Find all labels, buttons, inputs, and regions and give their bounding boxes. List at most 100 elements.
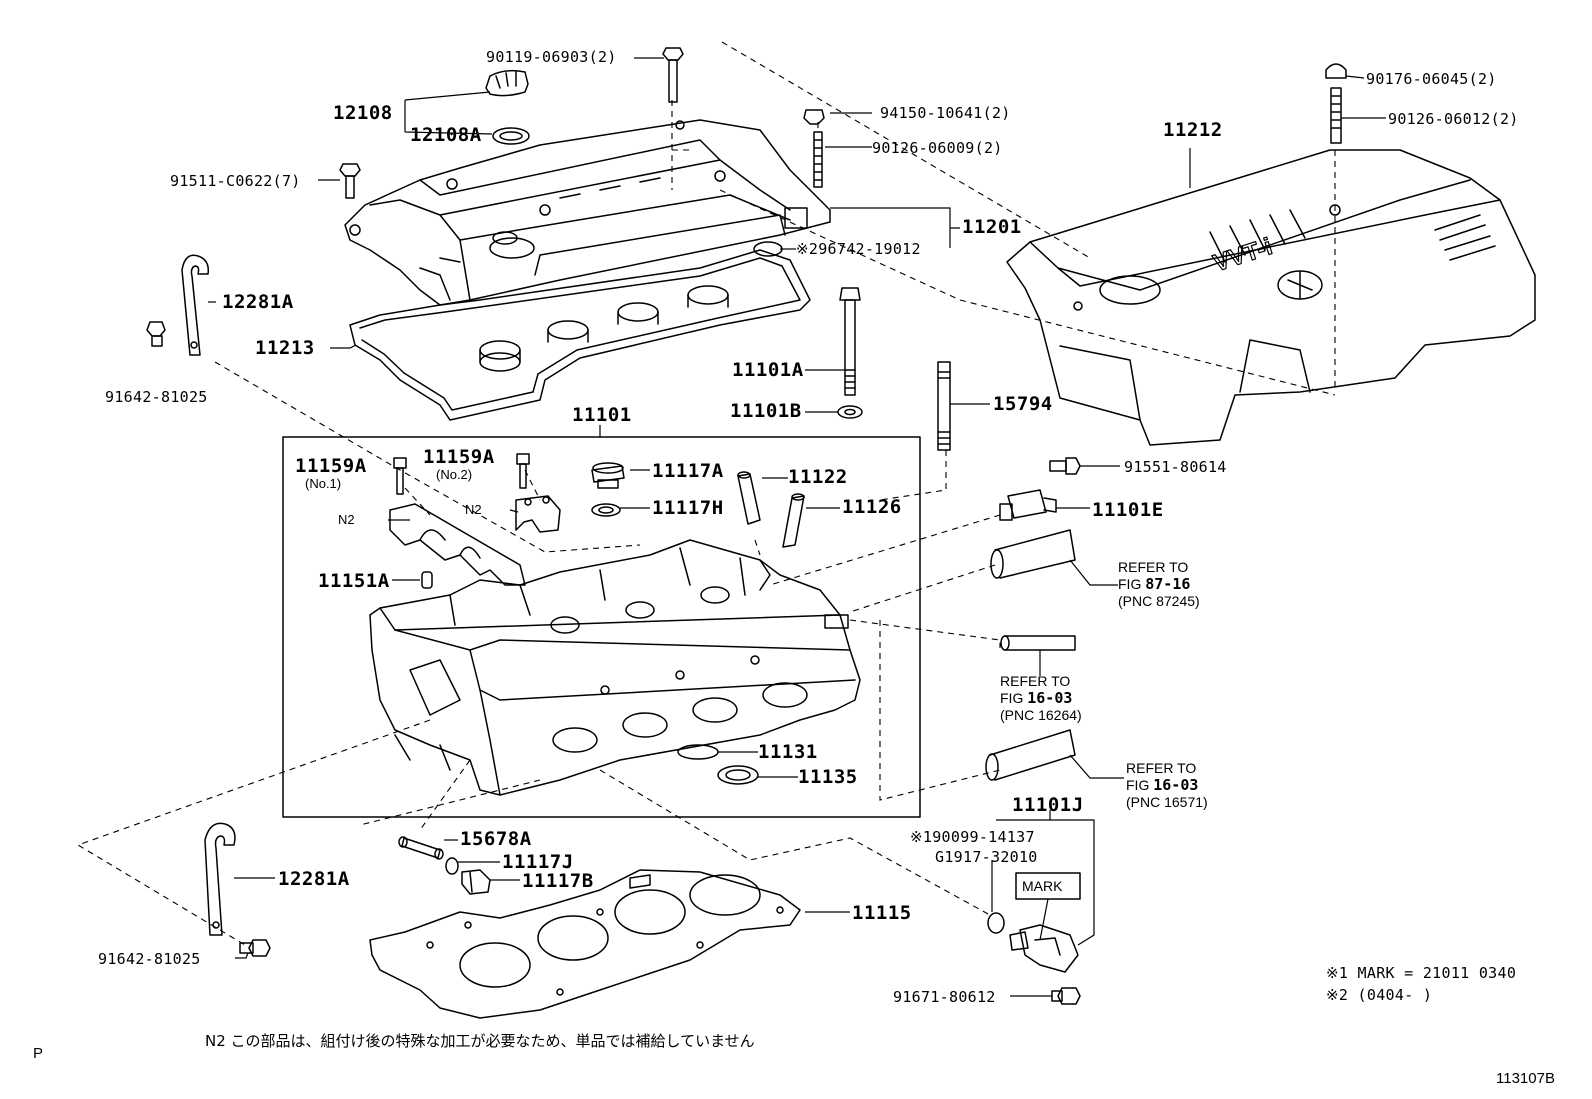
sensor-11101E[interactable] [999, 489, 1057, 521]
label-91671-80612[interactable]: 91671-80612 [893, 988, 996, 1006]
label-90176-06045[interactable]: 90176-06045(2) [1366, 70, 1497, 88]
oil-filler-gasket-12108A[interactable] [492, 127, 530, 145]
label-90126-06012[interactable]: 90126-06012(2) [1388, 110, 1519, 128]
stud-15794[interactable] [937, 361, 951, 451]
seal-11135[interactable] [717, 765, 759, 785]
nut-94150-10641[interactable] [803, 109, 825, 125]
label-296742-19012[interactable]: ※296742-19012 [796, 240, 921, 258]
ref-16-03-a-line1: REFER TO [1000, 673, 1071, 689]
gasket-11117J[interactable] [445, 857, 459, 875]
cover-logo-text: VVT-i [1210, 233, 1275, 277]
bearing-cap-n2-small[interactable] [515, 495, 561, 533]
engine-cover-11212[interactable]: VVT-i [1006, 149, 1536, 446]
label-11126[interactable]: 11126 [842, 496, 902, 518]
bolt-91642-81025-bottom[interactable] [239, 939, 271, 957]
bolt-91671-80612[interactable] [1051, 987, 1081, 1005]
label-11117A[interactable]: 11117A [652, 460, 724, 482]
cylinder-head-cover-11201[interactable] [344, 119, 831, 306]
pipe-ref-16-03-a[interactable] [1000, 635, 1076, 651]
engine-hanger-12281A-bottom[interactable] [204, 822, 236, 936]
head-cover-gasket-11213[interactable] [349, 249, 811, 421]
label-11151A[interactable]: 11151A [318, 570, 390, 592]
label-11101A[interactable]: 11101A [732, 359, 804, 381]
bearing-cap-bolt-11159A-no2[interactable] [516, 453, 530, 489]
label-11135[interactable]: 11135 [798, 766, 858, 788]
bolt-91551-80614[interactable] [1049, 457, 1081, 475]
label-G1917-32010[interactable]: G1917-32010 [935, 848, 1038, 866]
stud-90126-06012[interactable] [1330, 87, 1342, 144]
label-91551-80614[interactable]: 91551-80614 [1124, 458, 1227, 476]
ref-fig-16-03-b[interactable]: REFER TO FIG 16-03 (PNC 16571) [1126, 760, 1208, 811]
gasket-11117H[interactable] [591, 503, 621, 517]
seal-11131[interactable] [677, 744, 719, 760]
washer-11101B[interactable] [837, 405, 863, 419]
label-12108A[interactable]: 12108A [410, 124, 482, 146]
bearing-cap-n2-large[interactable] [389, 503, 526, 586]
pipe-ref-87-16[interactable] [990, 529, 1076, 579]
label-11117J[interactable]: 11117J [502, 851, 574, 873]
label-11117H[interactable]: 11117H [652, 497, 724, 519]
label-90119-06903[interactable]: 90119-06903(2) [486, 48, 617, 66]
label-12281A-top[interactable]: 12281A [222, 291, 294, 313]
gasket-296742-19012[interactable] [753, 241, 783, 257]
label-190099-14137[interactable]: ※190099-14137 [910, 828, 1035, 846]
label-11115[interactable]: 11115 [852, 902, 912, 924]
label-11101E[interactable]: 11101E [1092, 499, 1164, 521]
label-11212[interactable]: 11212 [1163, 119, 1223, 141]
plug-11117B[interactable] [461, 869, 491, 895]
label-91511-C0622[interactable]: 91511-C0622(7) [170, 172, 301, 190]
union-15678A[interactable] [398, 836, 444, 860]
note-mark1: ※1 MARK = 21011 0340 [1326, 964, 1517, 982]
label-11201[interactable]: 11201 [962, 216, 1022, 238]
head-bolt-11101A[interactable] [839, 287, 861, 396]
ref-16-03-a-fig: FIG 16-03 [1000, 689, 1073, 707]
ref-16-03-b-fig: FIG 16-03 [1126, 776, 1199, 794]
label-15678A[interactable]: 15678A [460, 828, 532, 850]
label-91642-81025-top[interactable]: 91642-81025 [105, 388, 208, 406]
label-91642-81025-bottom[interactable]: 91642-81025 [98, 950, 201, 968]
label-11159A-no1-sub: (No.1) [305, 476, 342, 491]
label-11159A-no2-sub: (No.2) [436, 467, 473, 482]
label-12281A-bottom[interactable]: 12281A [278, 868, 350, 890]
bearing-cap-bolt-11159A-no1[interactable] [393, 457, 407, 495]
head-gasket-11115[interactable] [369, 869, 801, 1019]
label-12108[interactable]: 12108 [333, 102, 393, 124]
cylinder-head-subassy-frame [282, 436, 921, 818]
corner-p: P [33, 1045, 44, 1062]
label-11122[interactable]: 11122 [788, 466, 848, 488]
label-11101J[interactable]: 11101J [1012, 794, 1084, 816]
label-11101B[interactable]: 11101B [730, 400, 802, 422]
label-11101[interactable]: 11101 [572, 404, 632, 426]
note-n2-japanese: N2 この部品は、組付け後の特殊な加工が必要なため、単品では補給していません [205, 1032, 755, 1050]
label-11131[interactable]: 11131 [758, 741, 818, 763]
bolt-91642-81025-top[interactable] [146, 321, 166, 347]
bolt-91511-C0622[interactable] [339, 163, 361, 199]
note-mark2: ※2 (0404- ) [1326, 986, 1433, 1004]
oil-filler-cap-12108[interactable] [485, 69, 529, 97]
label-11117B[interactable]: 11117B [522, 870, 594, 892]
label-11159A-no2[interactable]: 11159A [423, 446, 495, 468]
ref-fig-16-03-a[interactable]: REFER TO FIG 16-03 (PNC 16264) [1000, 673, 1082, 724]
cylinder-head-11101[interactable] [369, 539, 861, 796]
label-11213[interactable]: 11213 [255, 337, 315, 359]
label-11159A-no1[interactable]: 11159A [295, 455, 367, 477]
engine-hanger-12281A-top[interactable] [181, 254, 210, 356]
valve-guide-11122[interactable] [737, 471, 761, 525]
o-ring-190099-14137[interactable] [987, 912, 1005, 934]
bolt-90119-06903[interactable] [662, 47, 684, 103]
pipe-ref-16-03-b[interactable] [985, 729, 1076, 781]
sensor-11101J[interactable] [1009, 924, 1079, 973]
label-94150-10641[interactable]: 94150-10641(2) [880, 104, 1011, 122]
plug-11117A[interactable] [591, 462, 625, 489]
ref-16-03-b-line1: REFER TO [1126, 760, 1197, 776]
stud-90126-06009[interactable] [813, 131, 823, 188]
ref-fig-87-16[interactable]: REFER TO FIG 87-16 (PNC 87245) [1118, 559, 1200, 610]
dowel-pin-11151A[interactable] [421, 571, 433, 589]
nut-90176-06045[interactable] [1325, 63, 1347, 79]
ref-87-16-fig: FIG 87-16 [1118, 575, 1191, 593]
label-15794[interactable]: 15794 [993, 393, 1053, 415]
label-90126-06009[interactable]: 90126-06009(2) [872, 139, 1003, 157]
valve-guide-11126[interactable] [782, 493, 805, 548]
label-n2-small: N2 [465, 502, 482, 517]
